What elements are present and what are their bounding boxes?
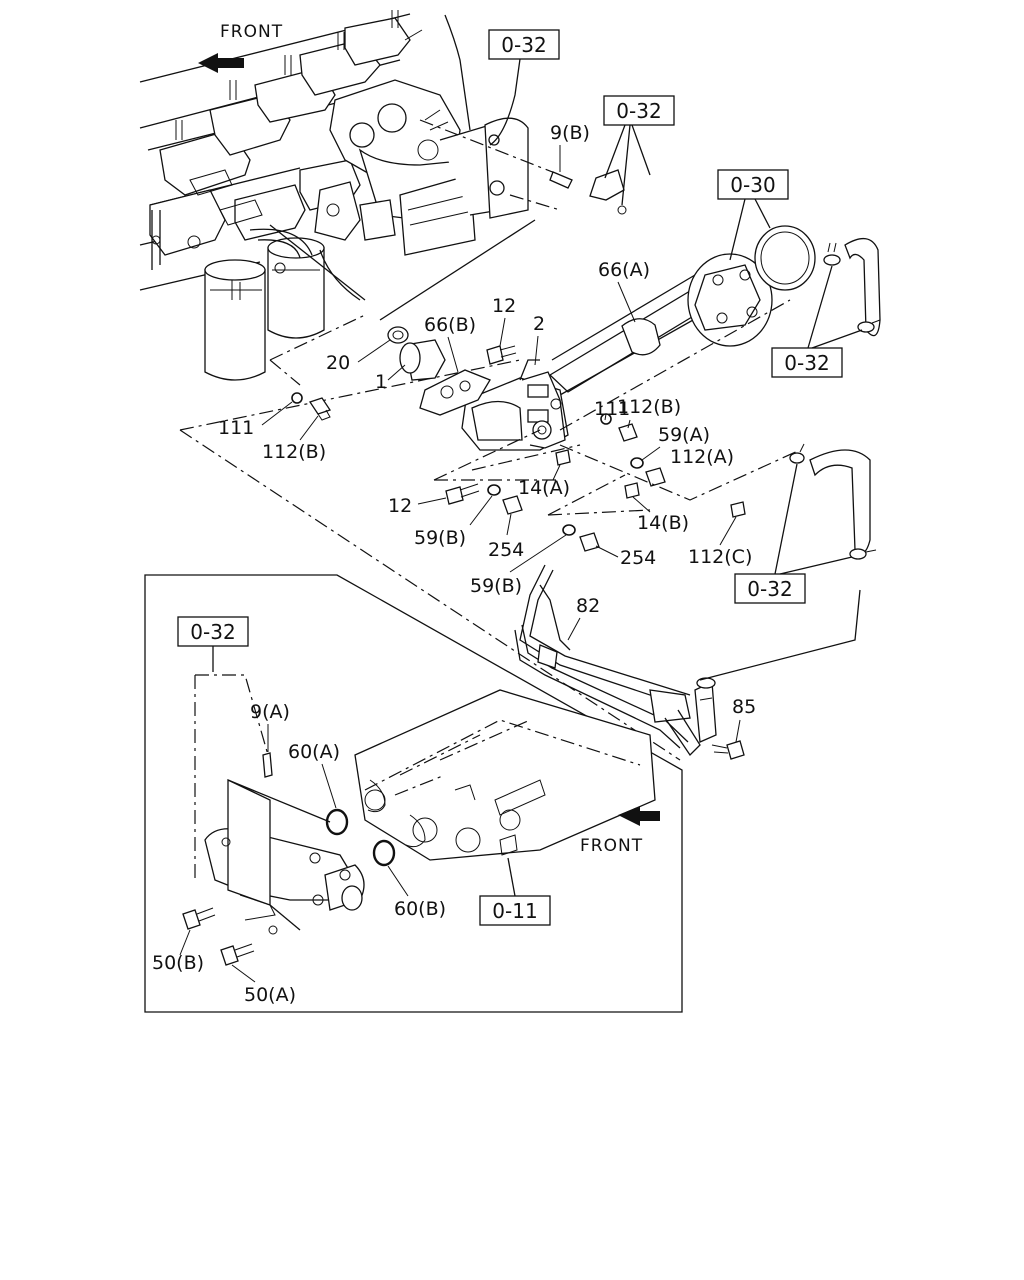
label-60b: 60(B) [394, 898, 446, 920]
label-112b-left: 112(B) [262, 441, 326, 463]
label-12a: 12 [492, 295, 516, 317]
front-label-top: FRONT [220, 22, 283, 42]
egr-valve-body-drawing [387, 326, 569, 451]
label-254-right: 254 [620, 547, 656, 569]
front-arrow-top: FRONT [198, 22, 283, 73]
svg-text:0-32: 0-32 [784, 351, 829, 375]
fittings-center-drawing [291, 169, 746, 552]
label-50a: 50(A) [244, 984, 296, 1006]
label-14b: 14(B) [637, 512, 689, 534]
label-14a: 14(A) [518, 477, 570, 499]
coolant-pipe-82-drawing [514, 564, 745, 760]
label-20: 20 [326, 352, 350, 374]
label-9a: 9(A) [250, 701, 290, 723]
detail-inset [144, 574, 683, 1013]
label-111-right: 111 [594, 398, 630, 420]
label-254-left: 254 [488, 539, 524, 561]
reference-lines-lower [699, 589, 861, 681]
svg-text:0-32: 0-32 [501, 33, 546, 57]
label-111-left: 111 [218, 417, 254, 439]
label-59b-left: 59(B) [414, 527, 466, 549]
ref-box-0-32-lower-right: 0-32 [734, 463, 853, 604]
ref-box-0-11: 0-11 [479, 857, 551, 926]
label-112a: 112(A) [670, 446, 734, 468]
label-59b-lower: 59(B) [470, 575, 522, 597]
coolant-hoses-drawing [789, 238, 881, 560]
svg-text:0-30: 0-30 [730, 173, 775, 197]
label-112c: 112(C) [688, 546, 752, 568]
front-label-inset: FRONT [580, 836, 643, 856]
ref-box-0-32-bracket: 0-32 [603, 95, 675, 206]
label-112b-right: 112(B) [617, 396, 681, 418]
label-60a: 60(A) [288, 741, 340, 763]
svg-text:0-32: 0-32 [616, 99, 661, 123]
label-12b: 12 [388, 495, 412, 517]
svg-text:0-32: 0-32 [747, 577, 792, 601]
label-50b: 50(B) [152, 952, 204, 974]
label-59a: 59(A) [658, 424, 710, 446]
reference-lines-upper [179, 119, 681, 761]
ref-box-0-30: 0-30 [717, 169, 789, 261]
label-2: 2 [533, 313, 545, 335]
ref-box-0-32-inset: 0-32 [177, 616, 249, 672]
intake-manifold-drawing [139, 10, 423, 381]
front-arrow-inset: FRONT [580, 806, 660, 856]
label-66b: 66(B) [424, 314, 476, 336]
egr-cooler-tube-drawing [548, 225, 816, 396]
svg-text:0-11: 0-11 [492, 899, 537, 923]
arrow-icon [618, 806, 660, 826]
label-66a: 66(A) [598, 259, 650, 281]
svg-text:0-32: 0-32 [190, 620, 235, 644]
ref-box-0-32-top: 0-32 [488, 29, 560, 146]
part-labels: 9(B) 66(A) 12 66(B) 2 20 1 111 112(B) 11… [152, 122, 756, 1006]
label-82: 82 [576, 595, 600, 617]
label-9b: 9(B) [550, 122, 590, 144]
label-1: 1 [375, 371, 387, 393]
egr-valve-housing-drawing [314, 14, 529, 301]
arrow-icon [198, 53, 244, 73]
ref-box-0-32-upper-right: 0-32 [771, 265, 863, 378]
reference-lines-center [433, 299, 801, 516]
label-85: 85 [732, 696, 756, 718]
